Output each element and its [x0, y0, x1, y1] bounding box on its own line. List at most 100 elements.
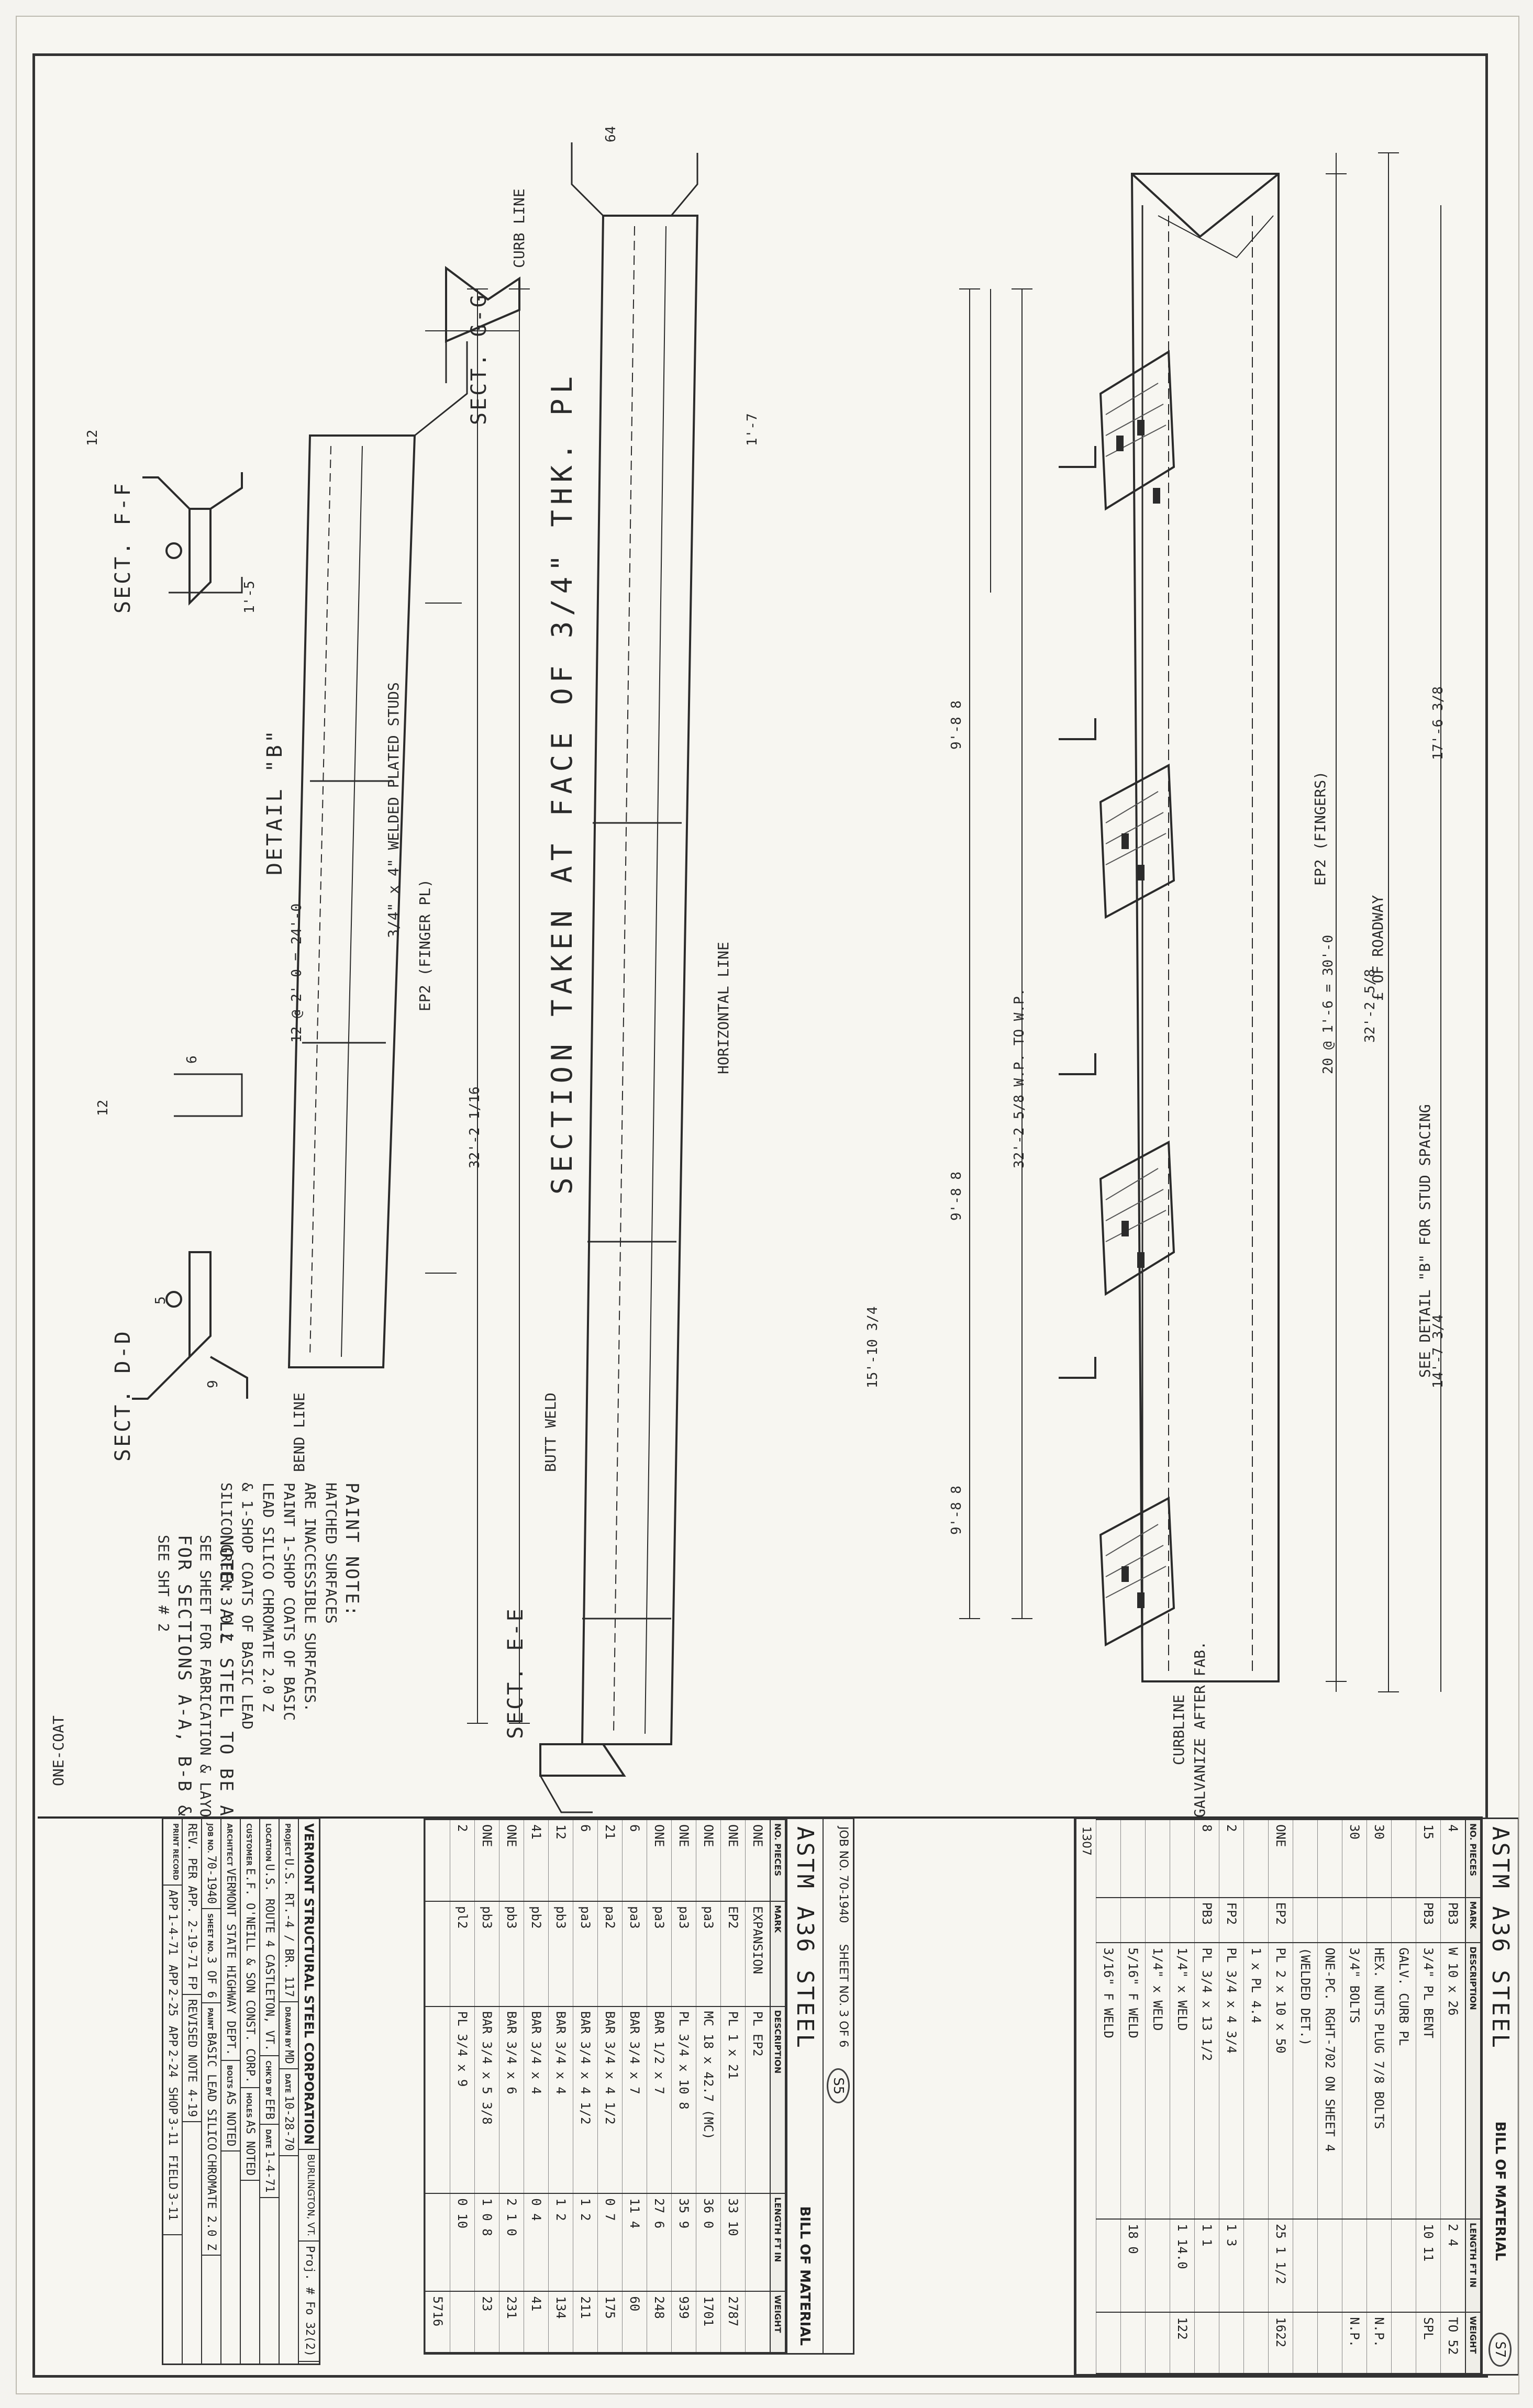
- table-cell: ONE-PC. RGHT-702 ON SHEET 4: [1317, 1943, 1342, 2219]
- location: U.S. ROUTE 4 CASTLETON, VT.: [263, 1864, 276, 2052]
- dim-32-2: 32'-2 1/16: [467, 1086, 483, 1168]
- print-record-entry: APP2-24: [166, 2026, 179, 2078]
- print-record-date: 3-11: [166, 2117, 179, 2146]
- table-cell: [450, 2291, 475, 2353]
- print-records: APP1-4-71APP2-25APP2-24SHOP3-11FIELD3-11: [163, 1885, 182, 2235]
- table-cell: [1096, 2312, 1121, 2373]
- dim-overall: 32'-2 5/8: [1362, 969, 1378, 1043]
- table-cell: (WELDED DET.): [1293, 1943, 1318, 2219]
- table-cell: SPL: [1416, 2312, 1441, 2373]
- table-cell: [1317, 2219, 1342, 2313]
- table-cell: 939: [671, 2291, 696, 2353]
- table-cell: [1243, 2219, 1269, 2313]
- bom-lower-sheet: SHEET NO. 3 OF 6: [837, 1944, 850, 2048]
- project: U.S. RT.-4 / BR. 117: [282, 1858, 295, 1998]
- col-header: DESCRIPTION: [770, 2006, 785, 2194]
- table-cell: 122: [1170, 2312, 1195, 2373]
- table-cell: pa2: [597, 1901, 623, 2006]
- bom-lower: JOB NO. 70-1940 SHEET NO. 3 OF 6 S5 ASTM…: [424, 1818, 854, 2355]
- table-cell: BAR 1/2 x 7: [647, 2006, 672, 2194]
- table-cell: [1391, 1820, 1416, 1898]
- bom-lower-job: JOB NO. 70-1940: [837, 1826, 850, 1923]
- table-cell: 60: [622, 2291, 647, 2353]
- table-cell: BAR 3/4 x 4: [524, 2006, 549, 2194]
- corp-name: VERMONT STRUCTURAL STEEL CORPORATION: [299, 1819, 319, 2150]
- table-cell: [1219, 2312, 1244, 2373]
- dim-span-3: 9'-8 8: [949, 1486, 964, 1535]
- table-cell: ONE: [671, 1820, 696, 1902]
- paint-note-line: & 1-SHOP COATS OF BASIC LEAD: [239, 1482, 256, 1730]
- table-cell: [1317, 2312, 1342, 2373]
- table-cell: pa3: [573, 1901, 598, 2006]
- table-cell: 12: [548, 1820, 573, 1902]
- table-cell: FP2: [1219, 1897, 1244, 1943]
- table-cell: 1/4" x WELD: [1145, 1943, 1170, 2219]
- table-cell: 41: [524, 1820, 549, 1902]
- table-cell: [1120, 2312, 1146, 2373]
- col-header: LENGTH FT IN: [770, 2193, 785, 2292]
- table-cell: 1 x PL 4.4: [1243, 1943, 1269, 2219]
- table-cell: EP2: [1268, 1897, 1293, 1943]
- table-cell: [1342, 1897, 1367, 1943]
- table-cell: [1170, 1897, 1195, 1943]
- table-cell: GALV. CURB PL: [1391, 1943, 1416, 2219]
- bom-upper-total: 1307: [1080, 1826, 1093, 1856]
- drawn-by: MD: [282, 2050, 295, 2064]
- table-cell: pb3: [474, 1901, 499, 2006]
- dim-14-7: 14'-7 3/4: [1430, 1314, 1446, 1388]
- table-cell: 11 4: [622, 2193, 647, 2292]
- paint-note-line: LEAD SILICO CHROMATE 2.0 Z: [260, 1482, 277, 1712]
- table-cell: [425, 1901, 450, 2006]
- scale-note: 12: [85, 429, 101, 446]
- sect-gg-title: SECT. G-G: [467, 293, 491, 425]
- table-cell: 15: [1416, 1820, 1441, 1898]
- table-cell: [1243, 1820, 1269, 1898]
- table-row: 1 x PL 4.4: [1243, 1820, 1269, 2373]
- col-header: WEIGHT: [770, 2291, 785, 2353]
- table-cell: 4: [1440, 1820, 1465, 1898]
- table-cell: PL 3/4 x 13 1/2: [1194, 1943, 1219, 2219]
- paint-note-line: HATCHED SURFACES: [323, 1482, 340, 1624]
- table-cell: 1701: [696, 2291, 721, 2353]
- detail-b-title: DETAIL "B": [263, 728, 287, 875]
- table-cell: PL 1 x 21: [720, 2006, 746, 2194]
- table-cell: [1342, 2219, 1367, 2313]
- table-cell: BAR 3/4 x 7: [622, 2006, 647, 2194]
- checked-date: 1-4-71: [263, 2151, 276, 2193]
- dim-6: 6: [184, 1055, 200, 1064]
- table-cell: [1293, 1820, 1318, 1898]
- finger-pl-label: EP2 (FINGER PL): [416, 879, 434, 1011]
- table-cell: PB3: [1194, 1897, 1219, 1943]
- table-cell: BAR 3/4 x 4: [548, 2006, 573, 2194]
- table-cell: [745, 2291, 770, 2353]
- table-cell: ONE: [745, 1820, 770, 1902]
- print-record-type: APP: [166, 2025, 179, 2047]
- table-cell: 211: [573, 2291, 598, 2353]
- table-cell: pa3: [647, 1901, 672, 2006]
- dim-20-spaces: 20 @ 1'-6 = 30'-0: [1320, 934, 1336, 1074]
- paint-note-line: PAINT 1-SHOP COATS OF BASIC: [281, 1482, 298, 1721]
- table-cell: 1 2: [573, 2193, 598, 2292]
- table-cell: PL 3/4 x 4 3/4: [1219, 1943, 1244, 2219]
- table-cell: [1096, 1897, 1121, 1943]
- paint: BASIC LEAD SILICO: [205, 2032, 218, 2150]
- print-record-type: SHOP: [166, 2087, 179, 2115]
- table-cell: HEX. NUTS PLUG 7/8 BOLTS: [1367, 1943, 1392, 2219]
- table-row: 3/16" F WELD: [1096, 1820, 1121, 2373]
- dim-5: 5: [153, 1296, 169, 1305]
- table-cell: PB3: [1440, 1897, 1465, 1943]
- table-cell: [1194, 2312, 1219, 2373]
- dim-64: 64: [603, 126, 619, 142]
- table-cell: [1145, 2219, 1170, 2313]
- sect-dd-title: SECT. D-D: [111, 1329, 135, 1462]
- bom-lower-spec: ASTM A36 STEEL: [792, 1826, 818, 2050]
- rev-note: REV. PER APP. 2-19-71 FP: [183, 1819, 201, 1995]
- table-cell: 2 1 0: [499, 2193, 524, 2292]
- table-cell: ONE: [720, 1820, 746, 1902]
- table-cell: [1096, 2219, 1121, 2313]
- curbline-label: CURBLINE: [1170, 1694, 1187, 1765]
